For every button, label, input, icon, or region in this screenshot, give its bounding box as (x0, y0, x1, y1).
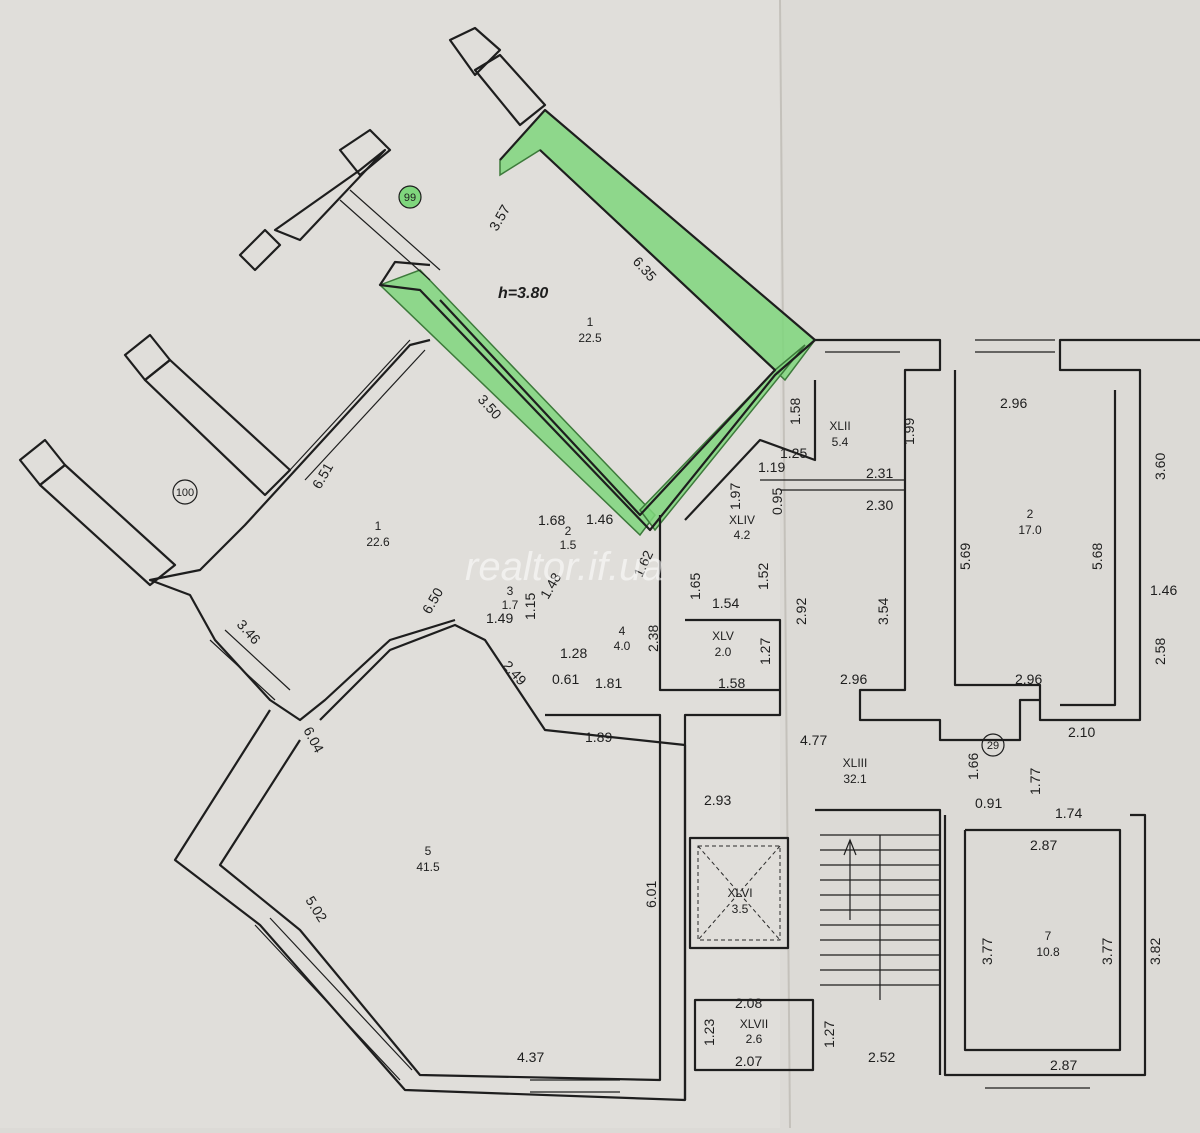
room-xliv-number: XLIV (729, 513, 755, 527)
dim-2-58: 2.58 (1152, 638, 1168, 665)
dim-4-37: 4.37 (517, 1049, 544, 1065)
dim-0-91: 0.91 (975, 795, 1002, 811)
svg-text:100: 100 (176, 487, 194, 499)
room-2-small-number: 2 (565, 524, 572, 538)
paper-left-sheet (0, 0, 780, 1128)
svg-text:99: 99 (404, 192, 416, 204)
room-7-number: 7 (1045, 929, 1052, 943)
dim-1-23: 1.23 (701, 1019, 717, 1046)
dim-1-58-b: 1.58 (718, 675, 745, 691)
dim-3-77-b: 3.77 (1099, 938, 1115, 965)
room-3-small-area: 1.7 (502, 598, 519, 612)
annexes (18, 26, 547, 587)
dim-2-38: 2.38 (645, 625, 661, 652)
dim-1-28: 1.28 (560, 645, 587, 661)
dim-1-65: 1.65 (687, 573, 703, 600)
dim-5-69: 5.69 (957, 543, 973, 570)
room-5-number: 5 (425, 844, 432, 858)
dim-2-07: 2.07 (735, 1053, 762, 1069)
dim-1-46-right: 1.46 (1150, 582, 1177, 598)
room-2-right-area: 17.0 (1018, 523, 1042, 537)
room-1-upper-number: 1 (587, 315, 594, 329)
room-xliv-area: 4.2 (734, 528, 751, 542)
room-5-area: 41.5 (416, 860, 440, 874)
room-7-area: 10.8 (1036, 945, 1060, 959)
dim-2-96-a: 2.96 (840, 671, 867, 687)
dim-1-58-a: 1.58 (787, 398, 803, 425)
ceiling-height-label: h=3.80 (498, 285, 548, 302)
dim-4-27: 1.27 (821, 1021, 837, 1048)
room-xlv-number: XLV (712, 629, 734, 643)
dim-1-68: 1.68 (538, 512, 565, 528)
dim-4-77: 4.77 (800, 732, 827, 748)
room-2-right-number: 2 (1027, 507, 1034, 521)
dim-2-87-b: 2.87 (1050, 1057, 1077, 1073)
dim-5-68: 5.68 (1089, 543, 1105, 570)
dim-0-95: 0.95 (769, 488, 785, 515)
dim-0-61: 0.61 (552, 671, 579, 687)
room-xlvii-number: XLVII (740, 1017, 768, 1031)
dim-1-25: 1.25 (780, 445, 807, 461)
stairs (820, 834, 940, 1000)
shaft-marks (697, 845, 781, 941)
dim-1-52: 1.52 (755, 563, 771, 590)
room-3-small-number: 3 (507, 584, 514, 598)
dim-1-99: 1.99 (901, 418, 917, 445)
dim-2-10: 2.10 (1068, 724, 1095, 740)
dim-1-89: 1.89 (585, 729, 612, 745)
watermark: realtor.if.ua (465, 545, 664, 589)
dim-2-92: 2.92 (793, 598, 809, 625)
room-1-upper-area: 22.5 (578, 331, 602, 345)
room-labels: 1 22.5 1 22.6 2 1.5 3 1.7 4 4.0 5 41.5 2… (366, 315, 1060, 1046)
highlight-wall-right (639, 344, 806, 532)
marker-99: 99 (398, 185, 422, 209)
dim-6-01: 6.01 (643, 881, 659, 908)
dim-3-60: 3.60 (1152, 453, 1168, 480)
room-xlv-area: 2.0 (715, 645, 732, 659)
dim-2-96-c: 2.96 (1015, 671, 1042, 687)
room-xlvi-area: 3.5 (732, 902, 749, 916)
dim-2-08: 2.08 (735, 995, 762, 1011)
dim-3-82: 3.82 (1147, 938, 1163, 965)
dim-1-46: 1.46 (586, 511, 613, 527)
svg-text:29: 29 (987, 740, 999, 752)
dim-1-19: 1.19 (758, 459, 785, 475)
room-1-lower-area: 22.6 (366, 535, 390, 549)
dim-1-66: 1.66 (965, 753, 981, 780)
room-xliii-area: 32.1 (843, 772, 867, 786)
dim-2-30: 2.30 (866, 497, 893, 513)
dim-1-81: 1.81 (595, 675, 622, 691)
dim-3-77-a: 3.77 (979, 938, 995, 965)
room-xliii-number: XLIII (843, 756, 868, 770)
dim-1-49: 1.49 (486, 610, 513, 626)
dim-2-52: 2.52 (868, 1049, 895, 1065)
room-xlii-number: XLII (829, 419, 850, 433)
room-1-lower-number: 1 (375, 519, 382, 533)
dim-2-87-a: 2.87 (1030, 837, 1057, 853)
dim-1-54: 1.54 (712, 595, 739, 611)
room-xlii-area: 5.4 (832, 435, 849, 449)
dim-1-97: 1.97 (727, 483, 743, 510)
room-4-number: 4 (619, 624, 626, 638)
dim-2-96-b: 2.96 (1000, 395, 1027, 411)
dim-1-77: 1.77 (1027, 768, 1043, 795)
dim-2-93: 2.93 (704, 792, 731, 808)
room-4-area: 4.0 (614, 639, 631, 653)
marker-100: 100 (172, 479, 198, 505)
room-xlvii-area: 2.6 (746, 1032, 763, 1046)
dim-1-74: 1.74 (1055, 805, 1082, 821)
outer-walls (148, 108, 1200, 1102)
dim-3-54: 3.54 (875, 598, 891, 625)
dim-1-27: 1.27 (757, 638, 773, 665)
openings (209, 189, 1090, 1093)
marker-29: 29 (981, 733, 1005, 757)
room-xlvi-number: XLVI (727, 886, 752, 900)
room-2-small-area: 1.5 (560, 538, 577, 552)
dim-2-31: 2.31 (866, 465, 893, 481)
dim-1-15: 1.15 (522, 593, 538, 620)
